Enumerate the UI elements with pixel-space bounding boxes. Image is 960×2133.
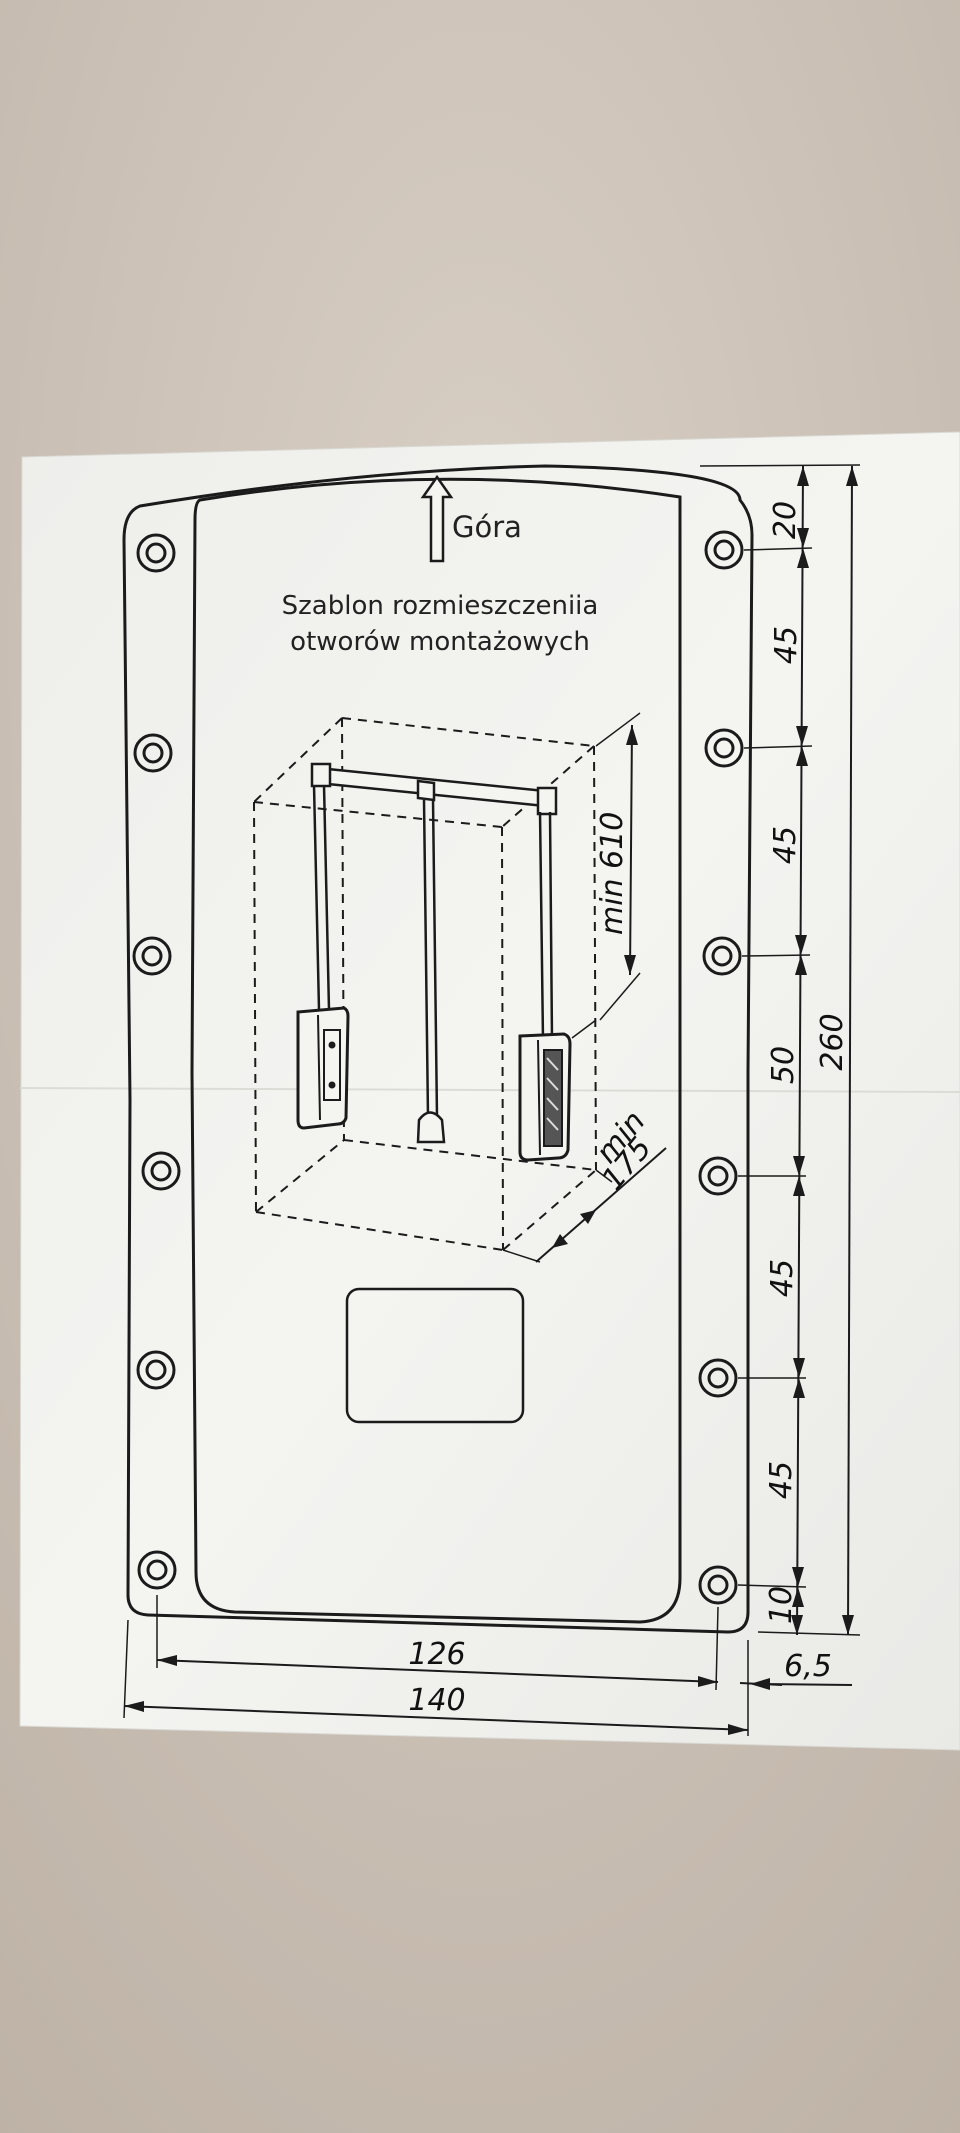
- label-placeholder: [345, 1287, 525, 1424]
- direction-label: Góra: [452, 510, 522, 544]
- mounting-hole: [132, 936, 172, 976]
- template-outer-outline: [122, 464, 754, 1634]
- min-depth-dimension: [502, 1147, 667, 1263]
- dim-bottom-offset: 10: [764, 1586, 799, 1624]
- lift-center-pole: [422, 799, 439, 1119]
- mounting-hole: [698, 1565, 738, 1605]
- template-inner-outline: [190, 477, 682, 1624]
- paper-sheet: [19, 431, 960, 1751]
- side-offset-dimension: [759, 1683, 853, 1686]
- wardrobe-lift-illustration: [253, 717, 597, 1251]
- mounting-hole: [136, 533, 176, 573]
- mounting-hole: [137, 1550, 177, 1590]
- total-height-dimension: [842, 465, 858, 1636]
- template-title-line1: Szablon rozmieszczeniia: [282, 591, 599, 621]
- total-width-dimension: [123, 1701, 749, 1735]
- dim-hole-spacing-width: 126: [408, 1637, 465, 1672]
- up-arrow-icon: [420, 474, 454, 563]
- mounting-hole: [698, 1156, 738, 1196]
- mounting-holes-right: [698, 530, 744, 1605]
- mounting-hole: [133, 733, 173, 773]
- cabinet-outline: [253, 717, 597, 1251]
- lift-left-arm: [312, 784, 331, 1011]
- vertical-chain-dimension: [791, 465, 809, 1636]
- dim-gap-5: 45: [764, 1461, 799, 1499]
- lift-right-arm: [538, 811, 554, 1041]
- dim-side-offset: 6,5: [784, 1649, 832, 1684]
- dim-gap-4: 45: [765, 1259, 800, 1297]
- dim-gap-2: 45: [768, 826, 803, 864]
- min-height-label: min 610: [595, 812, 630, 935]
- mounting-hole: [698, 1358, 738, 1398]
- template-title-line2: otworów montażowych: [290, 627, 590, 657]
- hole-extension-lines: [123, 464, 861, 1736]
- dim-gap-1: 45: [769, 626, 804, 664]
- mounting-hole: [704, 728, 744, 768]
- mounting-hole: [141, 1151, 181, 1191]
- mounting-hole: [702, 936, 742, 976]
- dim-top-offset: 20: [768, 501, 803, 539]
- mounting-holes-left: [132, 533, 181, 1590]
- mounting-hole: [136, 1350, 176, 1390]
- lift-right-damper: [518, 1032, 572, 1162]
- min-height-dimension: [571, 712, 641, 1039]
- dim-gap-3: 50: [766, 1046, 801, 1084]
- dim-total-height: 260: [815, 1013, 850, 1070]
- lift-left-damper: [296, 1006, 350, 1130]
- dim-total-width: 140: [408, 1683, 465, 1718]
- mounting-hole: [704, 530, 744, 570]
